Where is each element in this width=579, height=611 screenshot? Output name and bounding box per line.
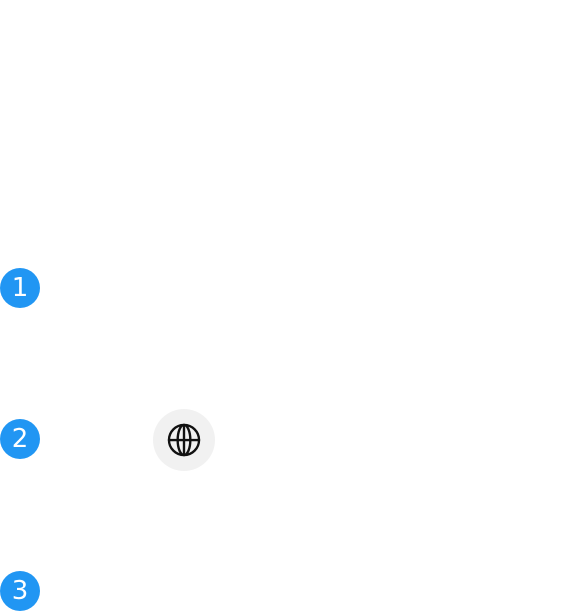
step-number: 2 — [11, 424, 29, 454]
step-badge-2: 2 — [0, 419, 40, 459]
step-badge-1: 1 — [0, 268, 40, 308]
step-badge-3: 3 — [0, 571, 40, 611]
step-number: 3 — [11, 576, 29, 606]
globe-icon — [167, 423, 201, 457]
language-button[interactable] — [153, 409, 215, 471]
step-number: 1 — [11, 273, 29, 303]
